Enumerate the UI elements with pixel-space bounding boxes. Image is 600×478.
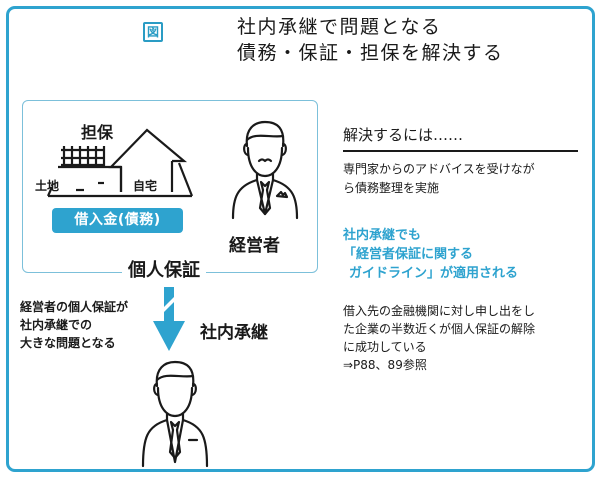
loan-debt-badge: 借入金(債務) [52, 208, 183, 233]
figure-label: 図 [143, 22, 163, 42]
advice-text: 専門家からのアドバイスを受けなが ら債務整理を実施 [343, 162, 535, 195]
collateral-label: 担保 [81, 123, 114, 142]
home-label: 自宅 [133, 179, 158, 193]
personal-guarantee-label: 個人保証 [122, 258, 206, 284]
page-reference: ⇒P88、89参照 [343, 358, 427, 372]
title-line-2: 債務・保証・担保を解決する [237, 42, 504, 64]
successor-person-icon [141, 360, 209, 468]
land-label: 土地 [35, 179, 60, 193]
problem-note: 経営者の個人保証が 社内承継での 大きな問題となる [20, 300, 129, 350]
outer-frame [6, 6, 595, 472]
title-line-1: 社内承継で問題となる [237, 16, 442, 38]
manager-person-icon [231, 120, 299, 220]
succession-label: 社内承継 [200, 323, 268, 343]
page-title: 社内承継で問題となる 債務・保証・担保を解決する [237, 14, 504, 66]
heading-divider [343, 150, 578, 152]
solution-heading: 解決するには…… [343, 126, 464, 144]
arrow-down-icon [153, 287, 185, 351]
guideline-text: 社内承継でも 「経営者保証に関する ガイドライン」が適用される [343, 228, 519, 281]
result-text: 借入先の金融機関に対し申し出をし た企業の半数近くが個人保証の解除 に成功してい… [343, 302, 598, 374]
manager-label: 経営者 [229, 236, 280, 256]
